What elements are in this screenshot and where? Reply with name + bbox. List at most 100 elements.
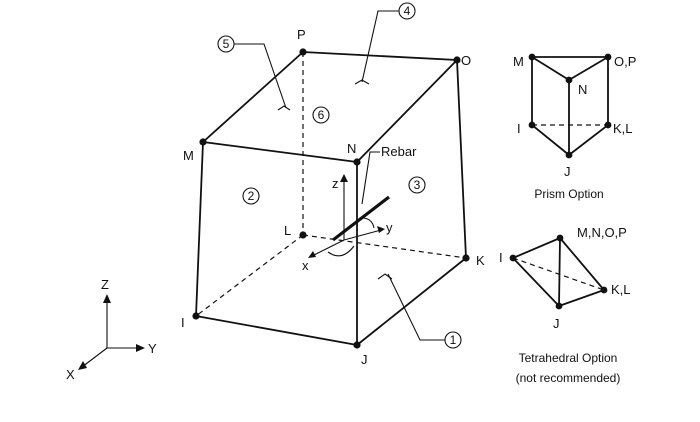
tet-node-i	[509, 254, 517, 262]
label-node-k: K	[476, 253, 485, 268]
face-2-marker	[242, 187, 260, 205]
global-z-arrowhead	[103, 294, 111, 303]
local-z-arrowhead	[340, 174, 348, 182]
face-6-label: 6	[318, 108, 325, 122]
prism-label-j: J	[564, 164, 571, 179]
face-4-leader	[361, 10, 399, 83]
label-node-o: O	[461, 53, 471, 68]
face-6-marker	[312, 106, 330, 124]
rebar-line	[332, 195, 390, 242]
node-i	[192, 312, 200, 320]
prism-node-n	[565, 76, 573, 84]
node-p	[299, 48, 307, 56]
global-axes: Z Y X	[66, 277, 157, 382]
face-2-label: 2	[248, 189, 255, 203]
prism-label-m: M	[513, 54, 524, 69]
local-angle-arc	[327, 245, 355, 257]
tet-node-mnop	[556, 234, 564, 242]
edge-o-p	[302, 51, 458, 61]
prism-label-n: N	[578, 82, 587, 97]
prism-node-kl	[604, 121, 612, 129]
face-1-label: 1	[450, 333, 457, 347]
hidden-edge-l-k	[302, 234, 467, 259]
tet-label-j: J	[553, 316, 560, 331]
edge-m-i	[195, 141, 204, 317]
prism-edge-m-n	[531, 56, 570, 81]
local-y-arrowhead	[377, 226, 385, 233]
tet-edge-i-j	[512, 257, 560, 307]
tet-caption-line2: (not recommended)	[516, 371, 621, 385]
prism-node-op	[604, 53, 612, 61]
global-x-axis	[81, 347, 108, 368]
node-j	[353, 341, 361, 349]
edge-i-j	[195, 315, 358, 346]
prism-label-op: O,P	[614, 54, 636, 69]
rebar-leader	[361, 151, 380, 205]
prism-edge-kl-j	[568, 124, 609, 156]
local-y-label: y	[386, 220, 393, 235]
local-x-arrowhead	[308, 251, 316, 258]
global-z-label: Z	[101, 277, 109, 292]
tetrahedral-option: M,N,O,P I K,L J Tetrahedral Option (not …	[499, 225, 631, 385]
prism-node-m	[528, 53, 536, 61]
tet-label-mnop: M,N,O,P	[577, 225, 627, 240]
local-angle-arc-2	[361, 217, 375, 229]
edge-o-k	[456, 59, 467, 259]
tet-edge-mnop-kl	[559, 237, 605, 291]
prism-edge-i-j	[531, 124, 570, 156]
face-4-tick	[354, 79, 370, 85]
label-node-n: N	[347, 141, 356, 156]
global-x-arrowhead	[78, 361, 87, 370]
tet-edge-j-kl	[558, 289, 605, 307]
tet-node-kl	[600, 286, 608, 294]
label-node-m: M	[183, 148, 194, 163]
local-y-axis	[343, 229, 382, 241]
face-5-label: 5	[223, 37, 230, 51]
face-5-tick	[277, 105, 291, 111]
rebar-label: Rebar	[381, 144, 417, 159]
local-x-axis	[311, 239, 345, 257]
tet-node-j	[555, 302, 563, 310]
label-node-j: J	[361, 352, 368, 367]
local-x-label: x	[302, 258, 309, 273]
tet-caption-line1: Tetrahedral Option	[519, 351, 618, 365]
global-y-label: Y	[148, 341, 157, 356]
face-3-marker	[408, 176, 426, 194]
face-1-leader	[387, 273, 445, 341]
edge-m-n	[202, 141, 358, 163]
tet-hidden-edge-i-kl	[512, 257, 605, 291]
prism-node-i	[528, 121, 536, 129]
prism-label-i: I	[517, 121, 521, 136]
edge-n-o	[356, 59, 458, 163]
local-z-label: z	[332, 176, 339, 191]
label-node-p: P	[297, 27, 306, 42]
prism-edge-op-n	[568, 56, 609, 81]
face-1-tick	[377, 273, 393, 280]
prism-label-kl: K,L	[613, 121, 633, 136]
prism-option: M O,P N I K,L J Prism Option	[513, 53, 636, 201]
label-node-i: I	[181, 315, 185, 330]
node-o	[453, 56, 461, 64]
prism-caption: Prism Option	[534, 187, 603, 201]
main-element: I J K L M N O P 2 3 6 5 4 1 Rebar	[181, 2, 485, 367]
label-node-l: L	[284, 223, 291, 238]
node-m	[199, 138, 207, 146]
tet-label-kl: K,L	[611, 282, 631, 297]
tet-label-i: I	[499, 250, 503, 265]
face-4-label: 4	[404, 4, 411, 18]
tet-edge-i-mnop	[512, 237, 561, 259]
node-l	[299, 231, 307, 239]
global-x-label: X	[66, 367, 75, 382]
edge-p-m	[202, 51, 304, 143]
node-n	[353, 158, 361, 166]
prism-node-j	[565, 151, 573, 159]
tet-edge-mnop-j	[558, 237, 561, 307]
node-k	[462, 254, 470, 262]
edge-j-k	[356, 257, 467, 346]
global-y-arrowhead	[136, 344, 145, 352]
hidden-edge-l-i	[195, 234, 304, 317]
face-3-label: 3	[414, 178, 421, 192]
face-5-leader	[234, 43, 287, 109]
